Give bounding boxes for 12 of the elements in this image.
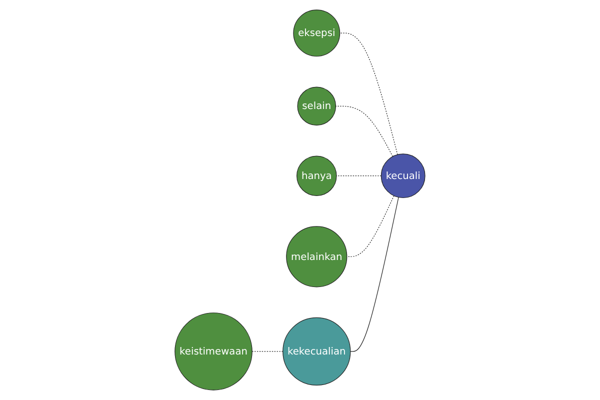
node-circle: hanya [296, 156, 337, 196]
node-circle: eksepsi [293, 10, 340, 57]
connector [350, 196, 399, 352]
node-circle: keistimewaan [174, 312, 252, 390]
connector [335, 106, 394, 157]
node-circle: selain [297, 86, 336, 126]
node-circle: melainkan [286, 226, 348, 288]
connector [346, 195, 394, 257]
node-circle: kecuali [380, 154, 426, 198]
node-circle: kekecualian [282, 317, 351, 386]
connector [252, 351, 284, 352]
connector [340, 32, 398, 155]
